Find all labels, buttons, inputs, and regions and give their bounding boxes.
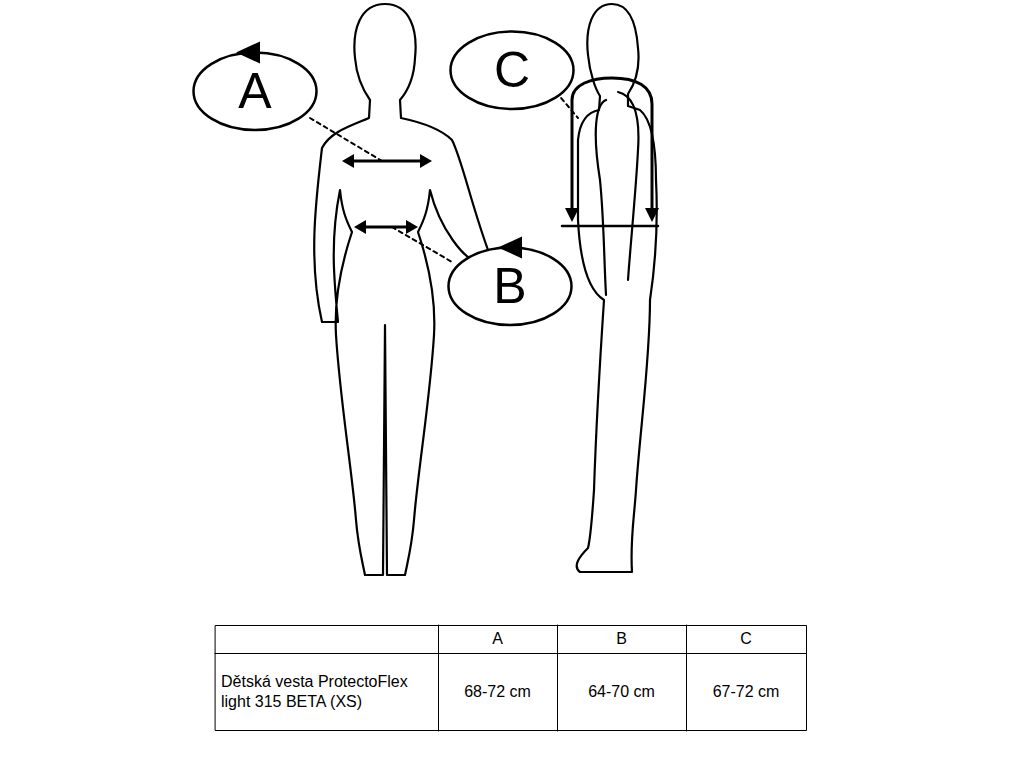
callout-ellipse: A — [192, 51, 318, 132]
table-header: C — [740, 629, 752, 649]
callout-ellipse: C — [449, 30, 575, 111]
callout-letter: A — [238, 66, 271, 116]
callout-letter: B — [493, 261, 526, 311]
table-header: B — [616, 629, 627, 649]
table-cell: 68-72 cm — [464, 682, 531, 702]
table-cell: 64-70 cm — [588, 682, 655, 702]
table-header: A — [492, 629, 503, 649]
callout-ellipse: B — [447, 246, 573, 327]
callout-letter: C — [494, 45, 530, 95]
table-cell: 67-72 cm — [713, 682, 780, 702]
table-cell: Dětská vesta ProtectoFlex light 315 BETA… — [221, 672, 413, 712]
